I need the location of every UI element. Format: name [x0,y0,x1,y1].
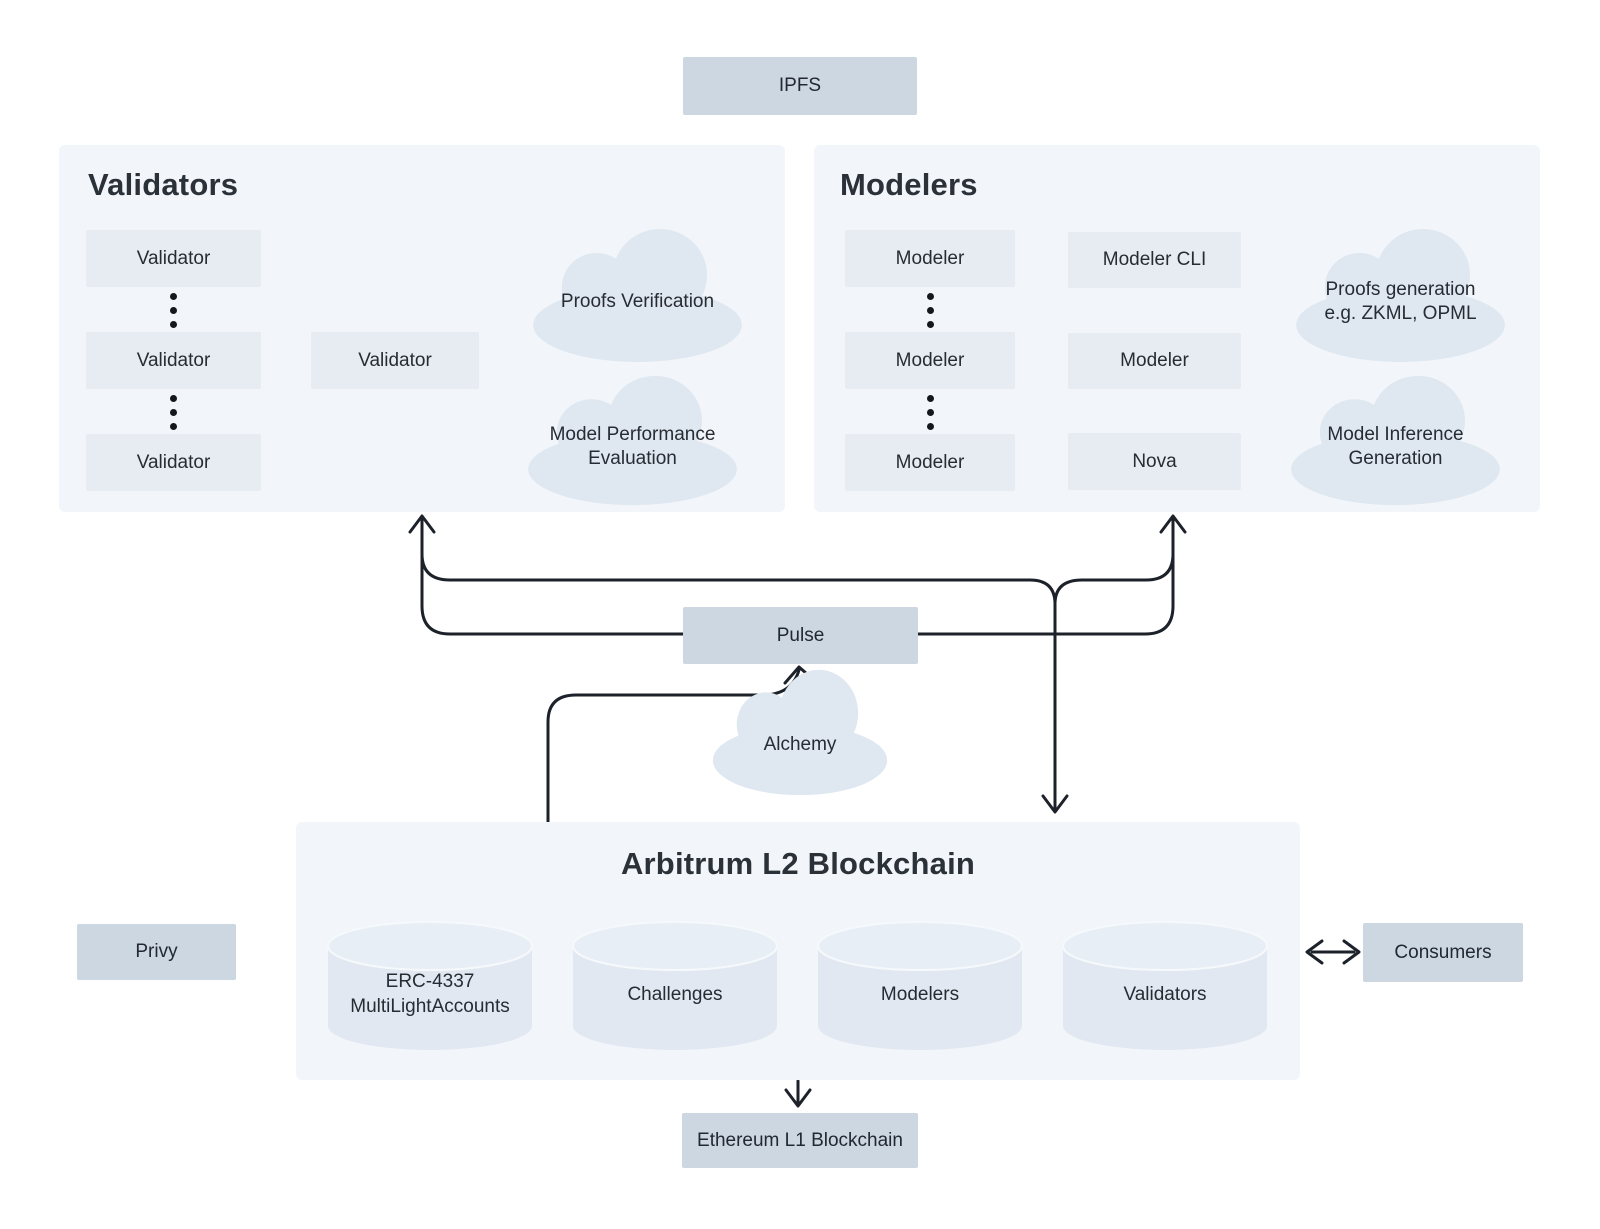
validator-stack-box-2: Validator [86,332,261,389]
consumers-label: Consumers [1394,941,1492,963]
nova-box: Nova [1068,433,1241,490]
proofs-generation-cloud: Proofs generation e.g. ZKML, OPML [1288,225,1513,365]
modelers-cylinder: Modelers [810,920,1030,1052]
validator-main-label: Validator [358,349,432,371]
arrowhead-up-modelers [1159,514,1187,534]
modeler-cli-label: Modeler CLI [1102,249,1207,270]
alchemy-cloud: Alchemy [706,666,894,798]
arrowhead-down-arbitrum [1041,794,1069,814]
modelers-panel-title: Modelers [840,167,978,202]
cylinder-text: MultiLightAccounts [350,996,510,1017]
alchemy-label: Alchemy [763,734,837,755]
arrowhead-right-consumers [1342,939,1361,965]
modelers-panel: Modelers Modeler Modeler Modeler Modeler… [814,145,1540,512]
modeler-stack-box-3: Modeler [845,434,1015,491]
modeler-stack-box-1: Modeler [845,230,1015,287]
pulse-label: Pulse [776,624,825,646]
arrow-pulse-to-modelers [916,516,1175,636]
cylinder-text: Modelers [880,983,960,1005]
model-performance-cloud: Model Performance Evaluation [520,372,745,508]
cloud-text: e.g. ZKML, OPML [1324,303,1477,324]
bus-left-branch [420,552,1057,606]
cloud-text: Proofs generation [1325,279,1476,300]
cloud-icon [1291,375,1500,506]
modeler-stack-box-2: Modeler [845,332,1015,389]
pulse-box: Pulse [683,607,918,664]
ellipsis-dots-icon [168,293,178,328]
ipfs-box: IPFS [683,57,917,115]
validator-stack-label-3: Validator [136,451,211,473]
cloud-text: Evaluation [588,448,677,469]
modeler-stack-label-1: Modeler [895,247,965,269]
ethereum-l1-box: Ethereum L1 Blockchain [682,1113,918,1168]
arrowhead-left-consumers [1305,939,1324,965]
arrow-pulse-to-validators [420,516,685,636]
arrowhead-up-validators [408,514,436,534]
validators-panel-title: Validators [88,167,239,202]
ellipsis-dots-icon [168,395,178,430]
nova-label: Nova [1132,450,1177,472]
cloud-text: Proofs Verification [560,291,715,312]
cylinder-text: ERC-4337 [385,971,475,992]
ellipsis-dots-icon [925,395,935,430]
database-icon [572,921,778,1050]
ipfs-label: IPFS [778,75,822,96]
database-icon [1062,921,1268,1050]
validator-main-box: Validator [311,332,479,389]
modeler-stack-label-2: Modeler [895,349,965,371]
validators-panel: Validators Validator Validator Validator… [59,145,785,512]
modeler-cli-box: Modeler CLI [1068,232,1241,288]
model-inference-cloud: Model Inference Generation [1283,372,1508,508]
cloud-text: Model Performance [549,424,716,445]
validator-stack-box-1: Validator [86,230,261,287]
cylinder-text: Challenges [627,983,723,1005]
validator-stack-box-3: Validator [86,434,261,491]
erc4337-cylinder: ERC-4337 MultiLightAccounts [320,920,540,1052]
database-icon [817,921,1023,1050]
cloud-icon [528,375,737,506]
privy-label: Privy [135,941,178,962]
validator-stack-label-2: Validator [136,349,211,371]
cylinder-text: Validators [1123,983,1207,1005]
privy-box: Privy [77,924,236,980]
arrowhead-down-ethereum [784,1088,812,1108]
modeler-main-box: Modeler [1068,333,1241,389]
validators-cylinder: Validators [1055,920,1275,1052]
ellipsis-dots-icon [925,293,935,328]
cloud-text: Model Inference [1327,424,1464,445]
proofs-verification-cloud: Proofs Verification [525,225,750,365]
validator-stack-label-1: Validator [136,247,211,269]
modeler-stack-label-3: Modeler [895,451,965,473]
cloud-icon [533,229,742,362]
ethereum-l1-label: Ethereum L1 Blockchain [697,1129,903,1151]
database-icon [327,921,533,1050]
cloud-icon [1296,229,1505,362]
cloud-icon [712,669,888,796]
cloud-text: Generation [1348,448,1443,469]
modeler-main-label: Modeler [1120,350,1189,371]
consumers-box: Consumers [1363,923,1523,982]
bus-right-branch [1053,552,1175,606]
arbitrum-title: Arbitrum L2 Blockchain [620,846,976,881]
arbitrum-panel: Arbitrum L2 Blockchain ERC-4337 MultiLig… [296,822,1300,1080]
challenges-cylinder: Challenges [565,920,785,1052]
